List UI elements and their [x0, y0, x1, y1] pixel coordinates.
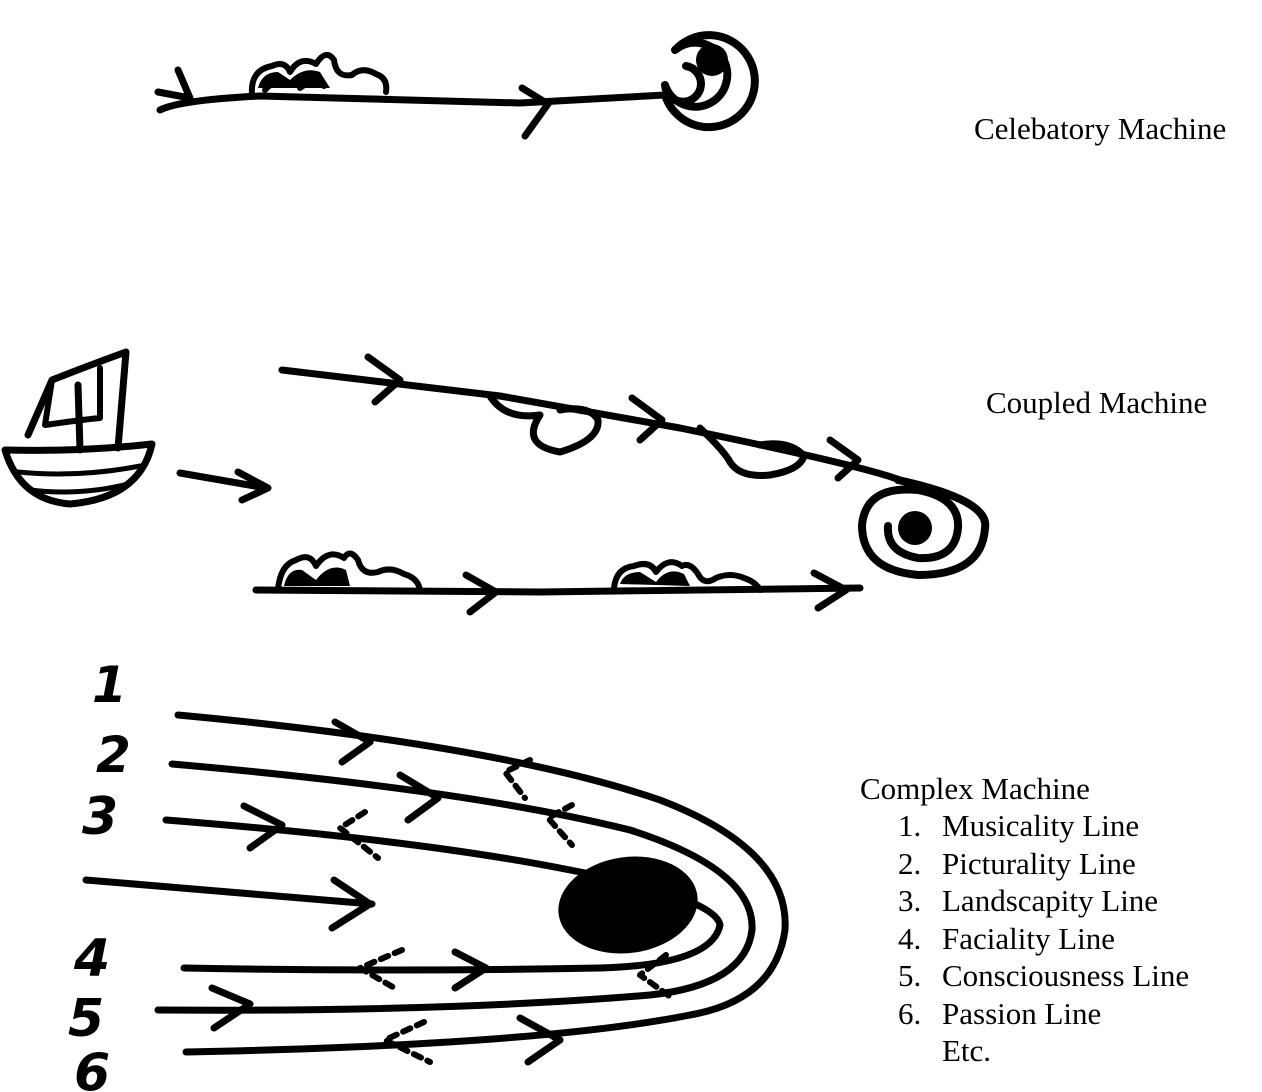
complex-line-center — [82, 876, 376, 932]
complex-arrow-2 — [396, 771, 442, 824]
complex-machine-sketch: 1 2 3 4 5 6 — [68, 656, 789, 1092]
list-item: 5.Consciousness Line — [898, 958, 1190, 993]
celibatory-machine-sketch — [154, 31, 759, 140]
complex-machine-title: Complex Machine — [860, 771, 1090, 806]
list-item: 1.Musicality Line — [898, 808, 1140, 843]
complex-reverse-arrow-4 — [357, 947, 405, 993]
list-item: 4.Faciality Line — [898, 920, 1116, 956]
celibatory-line — [156, 91, 669, 114]
complex-etc-label: Etc. — [942, 1033, 992, 1068]
coupled-machine-sketch — [1, 348, 990, 616]
complex-reverse-arrow-3 — [337, 809, 381, 861]
coupled-upper-arrow-1 — [364, 353, 404, 406]
celibatory-arrow — [518, 84, 552, 140]
complex-line-inner — [162, 816, 724, 974]
list-item: 3.Landscapity Line — [898, 883, 1159, 918]
list-item: 6.Passion Line — [898, 995, 1102, 1031]
complex-arrow-4 — [451, 948, 490, 992]
handwritten-number-3: 3 — [82, 787, 118, 847]
coupled-center-dot — [898, 511, 932, 545]
celibatory-tail-arrow — [154, 66, 194, 102]
complex-line-outer — [174, 711, 789, 1056]
coupled-machine-label: Coupled Machine — [986, 385, 1208, 420]
complex-reverse-arrow-1 — [502, 757, 533, 801]
handwritten-number-6: 6 — [74, 1043, 110, 1092]
complex-arrow-3 — [240, 802, 286, 852]
complex-reverse-arrow-2 — [545, 802, 575, 848]
complex-reverse-arrow-6 — [382, 1019, 433, 1065]
coupled-upper-arrow-2 — [628, 394, 666, 444]
coupled-lower-bumps-fill — [284, 567, 690, 586]
boat-icon — [1, 348, 156, 508]
coupled-upper-bumps — [486, 392, 808, 479]
complex-black-hole — [558, 856, 698, 954]
complex-line-list: 1.Musicality Line 2.Picturality Line 3.L… — [860, 807, 1189, 1032]
handwritten-number-5: 5 — [68, 989, 104, 1049]
coupled-upper-line — [278, 366, 904, 484]
handwritten-number-4: 4 — [73, 929, 110, 989]
complex-arrow-1 — [331, 718, 374, 766]
complex-line-middle — [154, 760, 756, 1014]
handwritten-number-1: 1 — [92, 656, 127, 714]
coupled-upper-arrow-3 — [826, 436, 862, 482]
complex-arrow-6 — [516, 1014, 564, 1066]
complex-reverse-arrow-5 — [637, 952, 675, 1001]
handwritten-number-2: 2 — [96, 726, 131, 784]
complex-arrow-5 — [208, 984, 254, 1032]
list-item: 2.Picturality Line — [898, 845, 1136, 881]
coupled-lower-arrow-2 — [810, 569, 850, 612]
celibatory-center-dot — [696, 44, 728, 76]
coupled-lower-line — [252, 584, 864, 596]
boat-arrow — [176, 468, 272, 504]
coupled-spiral — [858, 476, 990, 579]
celibatory-bumps-fill — [258, 70, 330, 88]
celibatory-machine-label: Celebatory Machine — [974, 111, 1227, 146]
coupled-lower-bumps — [275, 550, 763, 593]
coupled-lower-arrow-1 — [462, 571, 500, 616]
complex-machine-legend: Complex Machine 1.Musicality Line 2.Pict… — [860, 770, 1189, 1069]
